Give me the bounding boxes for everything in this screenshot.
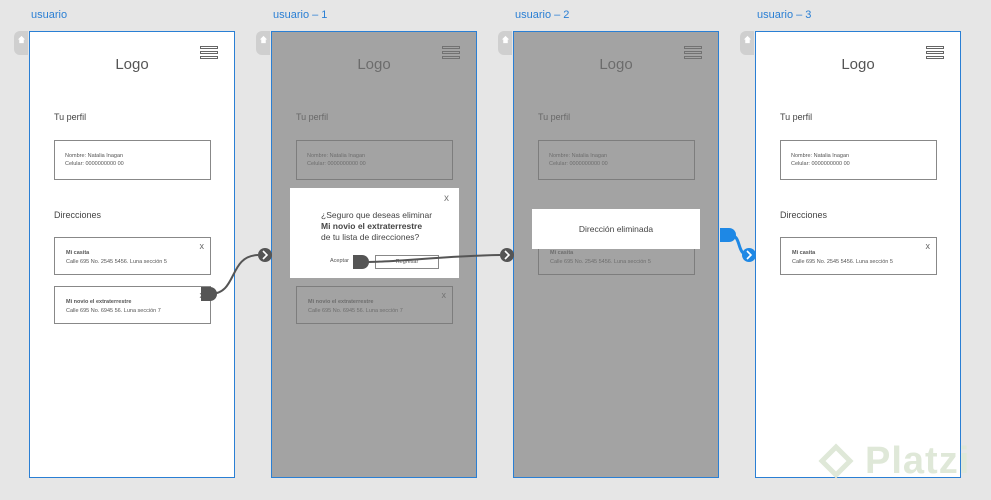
address-card-2[interactable]: Mi novio el extraterrestre Calle 695 No.… [54,286,211,324]
logo: Logo [115,56,149,73]
artboard-label-usuario-1[interactable]: usuario – 1 [273,9,328,21]
addresses-title: Direcciones [54,210,102,220]
close-icon[interactable]: x [444,193,449,204]
profile-card: Nombre: Natalia Inagan Celular: 00000000… [780,140,937,180]
addresses-title: Direcciones [780,210,828,220]
profile-card: Nombre: Natalia Inagan Celular: 00000000… [54,140,211,180]
modal-line-1: ¿Seguro que deseas eliminar [321,210,433,220]
modal-line-2: Mi novio el extraterrestre [321,221,423,231]
close-icon[interactable]: x [199,290,205,300]
platzi-logo-icon [818,443,854,479]
address-detail: Calle 695 No. 6945 56. Luna sección 7 [66,308,161,314]
logo: Logo [841,56,875,73]
address-deleted-toast: Dirección eliminada [532,209,700,249]
connector-line [729,233,749,257]
modal-message: ¿Seguro que deseas eliminar Mi novio el … [321,210,456,243]
profile-title: Tu perfil [780,112,813,122]
menu-icon[interactable] [926,46,944,64]
profile-phone: Celular: 0000000000 00 [791,161,850,167]
modal-overlay [514,32,718,477]
accept-button[interactable]: Aceptar [330,258,349,264]
home-icon[interactable] [14,31,28,55]
profile-phone: Celular: 0000000000 00 [65,161,124,167]
menu-icon[interactable] [200,46,218,64]
profile-name: Nombre: Natalia Inagan [791,153,850,159]
profile-title: Tu perfil [54,112,87,122]
modal-line-3: de tu lista de direcciones? [321,232,420,242]
artboard-label-usuario-2[interactable]: usuario – 2 [515,9,570,21]
connector-arrow-icon [500,248,514,262]
platzi-watermark: Platzi [865,440,971,482]
back-button[interactable]: Regresar [375,255,439,269]
address-detail: Calle 695 No. 2545 5456. Luna sección 5 [792,259,893,265]
address-name: Mi casita [66,250,90,256]
confirm-delete-modal: x ¿Seguro que deseas eliminar Mi novio e… [290,188,459,278]
artboard-usuario-3: Logo Tu perfil Nombre: Natalia Inagan Ce… [755,31,961,478]
profile-name: Nombre: Natalia Inagan [65,153,124,159]
address-card-1[interactable]: Mi casita Calle 695 No. 2545 5456. Luna … [54,237,211,275]
address-name: Mi casita [792,250,816,256]
address-name: Mi novio el extraterrestre [66,299,132,305]
close-icon[interactable]: x [199,241,205,251]
artboard-label-usuario-3[interactable]: usuario – 3 [757,9,812,21]
connector-handle [720,228,736,242]
connector-arrow-icon [742,248,756,262]
artboard-label-usuario[interactable]: usuario [31,9,68,21]
address-detail: Calle 695 No. 2545 5456. Luna sección 5 [66,259,167,265]
artboard-usuario-2: Logo Tu perfil Nombre: Natalia Inagan Ce… [513,31,719,478]
address-card-1[interactable]: Mi casita Calle 695 No. 2545 5456. Luna … [780,237,937,275]
close-icon[interactable]: x [925,241,931,251]
connector-arrow-icon [258,248,272,262]
home-icon[interactable] [256,31,270,55]
artboard-usuario: Logo Tu perfil Nombre: Natalia Inagan Ce… [29,31,235,478]
home-icon[interactable] [740,31,754,55]
home-icon[interactable] [498,31,512,55]
